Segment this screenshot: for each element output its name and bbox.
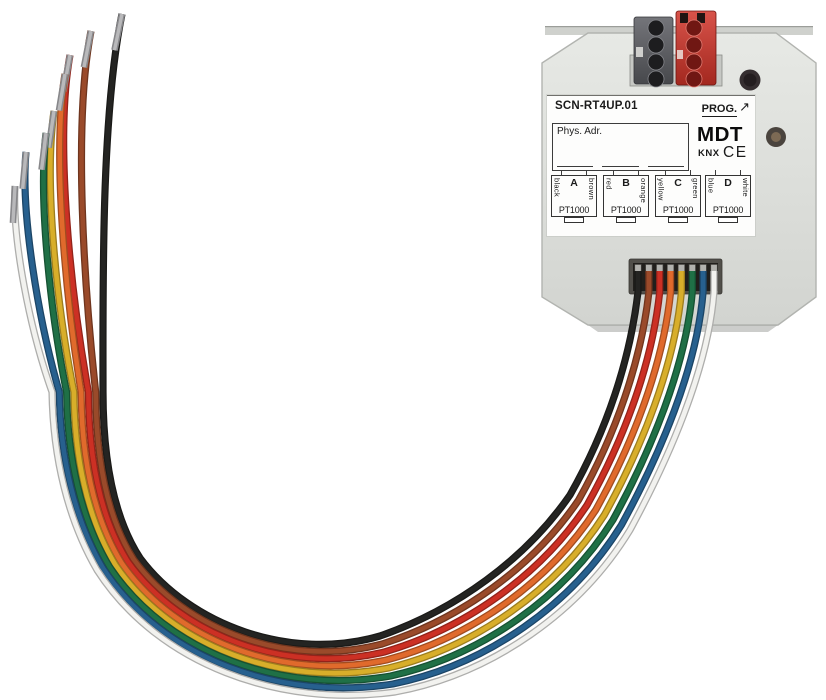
channel-wire-left-label: yellow	[656, 178, 666, 201]
channel-letter: C	[674, 177, 682, 189]
ferrule-highlight	[82, 30, 93, 68]
channel-tick	[586, 170, 587, 176]
channel-letter: A	[570, 177, 578, 189]
phys-adr-write-in-lines	[557, 159, 684, 167]
channel-tick	[740, 170, 741, 176]
device-label: SCN-RT4UP.01 PROG.↗ Phys. Adr. MDT KNX C…	[547, 95, 755, 236]
sensor-symbol	[616, 217, 636, 223]
ferrule-highlight	[39, 132, 48, 170]
mdt-logo: MDT	[697, 123, 743, 146]
channel-wire-left-label: red	[604, 178, 614, 190]
channel-sensor-type: PT1000	[610, 205, 642, 215]
wire-black	[99, 13, 642, 648]
bus-terminal-hole	[647, 19, 665, 37]
model-number: SCN-RT4UP.01	[555, 100, 638, 112]
ferrule-highlight	[20, 151, 28, 190]
wire-brown	[77, 30, 653, 656]
wire-core	[57, 73, 673, 669]
wire-core	[100, 13, 641, 647]
connector-test-notch	[636, 47, 643, 57]
knx-connector-dark	[633, 16, 674, 88]
bus-terminal-hole	[685, 53, 703, 71]
programming-button-core	[743, 73, 757, 87]
channel-wire-right-label: orange	[639, 178, 648, 204]
phys-adr-box: Phys. Adr.	[552, 123, 689, 171]
channel-tick	[613, 170, 614, 176]
wire-blue	[19, 151, 707, 692]
knx-connector-red	[675, 10, 717, 88]
connector-test-notch	[677, 50, 683, 59]
bus-terminal-hole	[685, 19, 703, 37]
sensor-symbol	[564, 217, 584, 223]
wire-white	[9, 185, 718, 699]
ferrule-highlight	[47, 110, 56, 148]
channel-letter: D	[724, 177, 732, 189]
prog-indicator: PROG.↗	[701, 99, 750, 117]
wire-release-slot	[697, 13, 705, 23]
bus-terminal-hole	[685, 36, 703, 54]
ferrule-highlight	[11, 185, 17, 224]
ce-mark: CE	[723, 144, 748, 161]
channel-wire-right-label: brown	[587, 178, 596, 200]
channel-tick	[715, 170, 716, 176]
wire-core	[12, 185, 717, 698]
channel-tick	[638, 170, 639, 176]
prog-arrow-icon: ↗	[739, 99, 750, 114]
bus-terminal-hole	[647, 36, 665, 54]
bus-terminal-hole	[647, 70, 665, 88]
knx-logo: KNX	[698, 148, 720, 159]
channel-tick	[690, 170, 691, 176]
channel-tick	[665, 170, 666, 176]
wire-slot	[628, 258, 723, 295]
channel-wire-left-label: blue	[706, 178, 716, 194]
wire-core	[41, 132, 695, 683]
wire-orange	[55, 73, 675, 670]
wire-green	[38, 132, 696, 685]
ferrule-highlight	[57, 73, 67, 111]
ferrule-highlight	[112, 13, 124, 51]
channel-sensor-type: PT1000	[558, 205, 590, 215]
bus-terminal-hole	[685, 70, 703, 88]
status-led-center	[771, 132, 781, 142]
sensor-symbol	[668, 217, 688, 223]
wire-yellow	[45, 110, 685, 677]
phys-adr-blank	[647, 159, 684, 167]
phys-adr-blank	[557, 159, 594, 167]
phys-adr-blank	[602, 159, 639, 167]
wire-core	[61, 54, 662, 661]
prog-label: PROG.	[701, 103, 738, 117]
wire-harness	[9, 13, 718, 699]
wire-core	[79, 30, 652, 654]
channel-wire-right-label: green	[691, 178, 700, 199]
wire-release-slot	[680, 13, 688, 23]
wire-core	[48, 110, 684, 676]
sensor-symbol	[718, 217, 738, 223]
channel-sensor-type: PT1000	[662, 205, 694, 215]
bus-terminal-hole	[647, 53, 665, 71]
channel-sensor-type: PT1000	[712, 205, 744, 215]
channel-letter: B	[622, 177, 630, 189]
wire-core	[22, 151, 706, 691]
phys-adr-label: Phys. Adr.	[557, 126, 603, 137]
channel-wire-right-label: white	[741, 178, 750, 198]
channel-wire-left-label: black	[552, 178, 562, 198]
channel-tick	[561, 170, 562, 176]
